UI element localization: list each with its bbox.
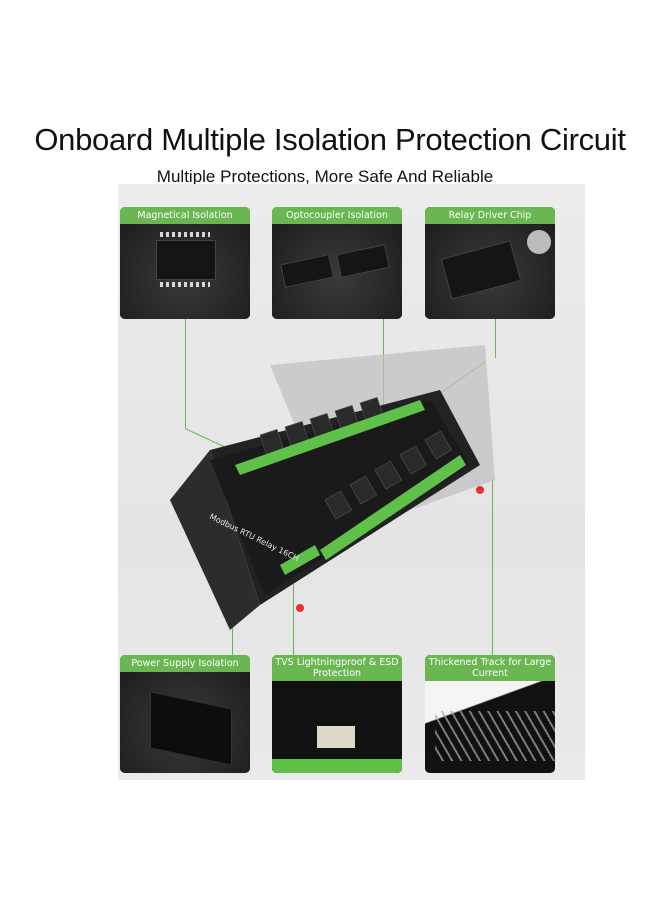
- callout-power-supply-isolation: Power Supply Isolation: [120, 655, 250, 773]
- chip-closeup-image: [272, 224, 402, 319]
- chip-closeup-image: [425, 224, 555, 319]
- callout-line: [185, 318, 186, 428]
- callout-label: TVS Lightningproof & ESD Protection: [272, 655, 402, 681]
- callout-line: [293, 545, 294, 655]
- callout-optocoupler-isolation: Optocoupler Isolation: [272, 207, 402, 319]
- page-title: Onboard Multiple Isolation Protection Ci…: [34, 122, 626, 157]
- callout-label: Optocoupler Isolation: [272, 207, 402, 224]
- callout-line: [495, 318, 496, 358]
- circuit-closeup-image: [272, 681, 402, 773]
- callout-tvs-esd-protection: TVS Lightningproof & ESD Protection: [272, 655, 402, 773]
- callout-line: [492, 478, 493, 655]
- callout-label: Power Supply Isolation: [120, 655, 250, 672]
- page-subtitle: Multiple Protections, More Safe And Reli…: [156, 167, 494, 186]
- callout-magnetical-isolation: Magnetical Isolation: [120, 207, 250, 319]
- callout-relay-driver-chip: Relay Driver Chip: [425, 207, 555, 319]
- callout-label: Relay Driver Chip: [425, 207, 555, 224]
- callout-label: Magnetical Isolation: [120, 207, 250, 224]
- relay-board-image: [170, 345, 495, 630]
- callout-thickened-track: Thickened Track for Large Current: [425, 655, 555, 773]
- callout-label: Thickened Track for Large Current: [425, 655, 555, 681]
- track-closeup-image: [425, 681, 555, 773]
- chip-closeup-image: [120, 224, 250, 319]
- module-closeup-image: [120, 672, 250, 773]
